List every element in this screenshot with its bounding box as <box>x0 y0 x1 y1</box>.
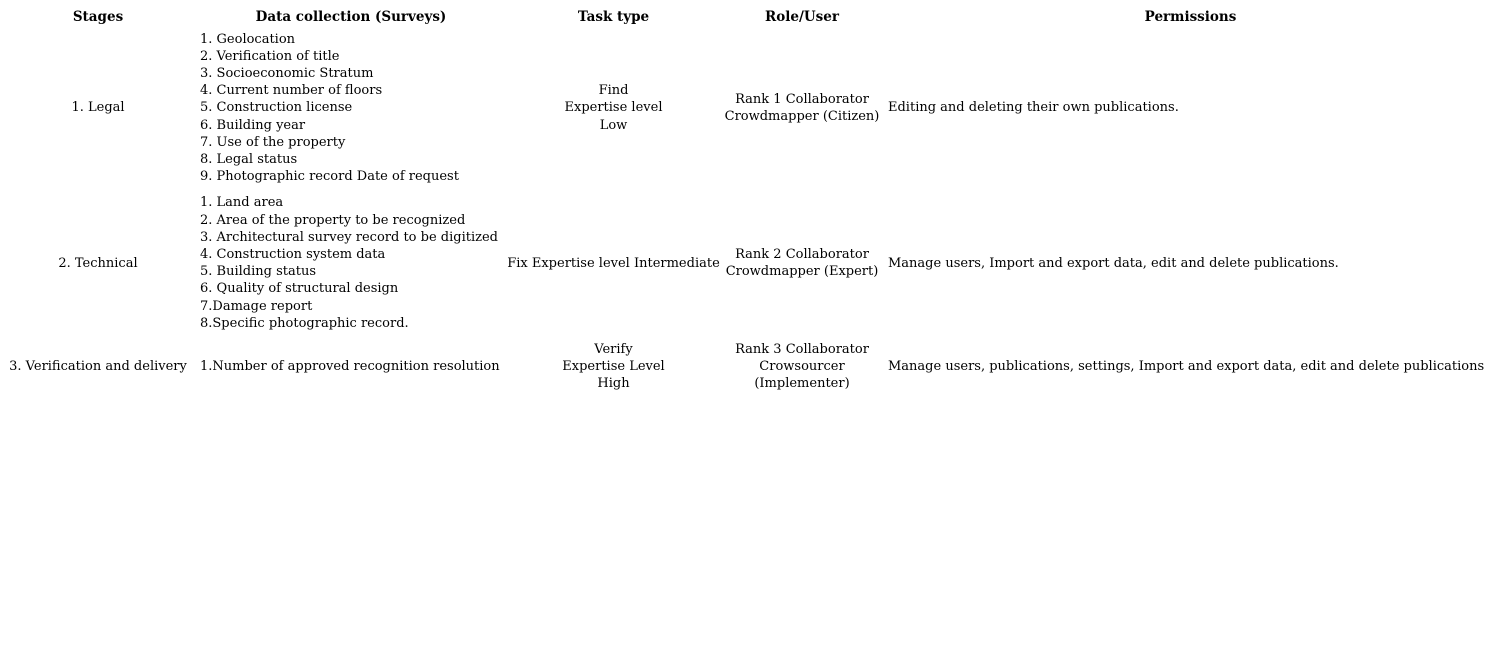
cell-data-collection: 1.Number of approved recognition resolut… <box>196 336 506 397</box>
cell-line: 5. Construction license <box>200 100 353 116</box>
cell-line: Crowdmapper (Citizen) <box>724 108 880 124</box>
cell-line: 1.Number of approved recognition resolut… <box>200 359 500 375</box>
cell-line: Expertise Level <box>562 359 665 375</box>
header-row: Stages Data collection (Surveys) Task ty… <box>0 0 1498 26</box>
cell-line: Rank 1 Collaborator <box>735 91 869 107</box>
cell-line: (Implementer) <box>754 376 850 392</box>
cell-line: 2. Verification of title <box>200 48 340 64</box>
cell-line: 7.Damage report <box>200 298 313 314</box>
header-permissions: Permissions <box>1144 9 1237 25</box>
header-data-collection: Data collection (Surveys) <box>255 9 447 25</box>
cell-line: 3. Architectural survey record to be dig… <box>200 229 498 245</box>
cell-line: 5. Building status <box>200 264 316 280</box>
cell-permissions: Manage users, publications, settings, Im… <box>888 359 1485 375</box>
cell-line: Rank 2 Collaborator <box>735 246 869 262</box>
cell-line: 6. Building year <box>200 117 306 133</box>
cell-stage: 1. Legal <box>71 100 125 116</box>
cell-line: 9. Photographic record Date of request <box>200 169 459 185</box>
cell-line: 1. Land area <box>200 195 284 211</box>
cell-line: 1. Geolocation <box>200 31 296 47</box>
cell-line: Verify <box>594 341 633 357</box>
header-role-user: Role/User <box>765 9 839 25</box>
stages-roles-permissions-table: Stages Data collection (Surveys) Task ty… <box>0 0 1498 397</box>
cell-line: High <box>597 376 630 392</box>
cell-task-type: Fix Expertise level Intermediate <box>506 190 721 337</box>
cell-line: Expertise level <box>564 100 663 116</box>
cell-line: 4. Construction system data <box>200 246 386 262</box>
cell-line: 3. Socioeconomic Stratum <box>200 65 374 81</box>
cell-permissions: Manage users, Import and export data, ed… <box>888 255 1339 271</box>
cell-line: 6. Quality of structural design <box>200 281 399 297</box>
cell-line: 8. Legal status <box>200 151 298 167</box>
cell-line: Crowsourcer <box>759 359 845 375</box>
cell-line: Rank 3 Collaborator <box>735 341 869 357</box>
cell-line: Find <box>598 83 629 99</box>
header-task-type: Task type <box>577 9 650 25</box>
cell-stage: 2. Technical <box>58 255 138 271</box>
header-stages: Stages <box>72 9 124 25</box>
cell-permissions: Editing and deleting their own publicati… <box>888 100 1179 116</box>
cell-line: Crowdmapper (Expert) <box>725 264 879 280</box>
cell-line: Fix Expertise level Intermediate <box>507 255 720 271</box>
cell-line: 8.Specific photographic record. <box>200 315 409 331</box>
table-row-verification-delivery: 3. Verification and delivery 1.Number of… <box>0 336 1498 397</box>
cell-line: 7. Use of the property <box>200 134 346 150</box>
cell-line: Low <box>599 117 628 133</box>
cell-stage: 3. Verification and delivery <box>9 359 187 375</box>
cell-line: 4. Current number of floors <box>200 83 383 99</box>
cell-line: 2. Area of the property to be recognized <box>200 212 466 228</box>
